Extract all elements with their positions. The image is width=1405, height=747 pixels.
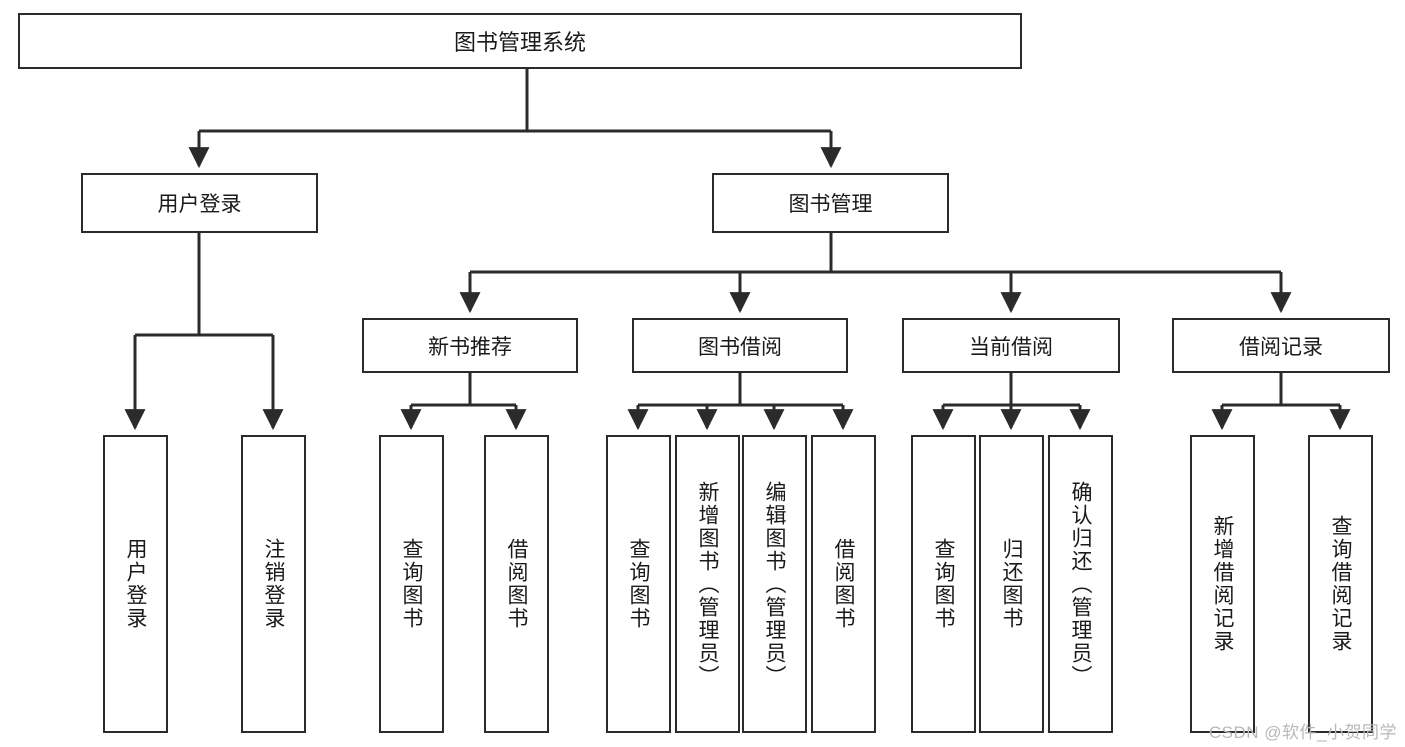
node-label: 新书推荐: [428, 335, 512, 359]
leaf-confirm-return[interactable]: 确认归还（管理员）: [1048, 435, 1113, 733]
node-label: 图书管理系统: [453, 30, 586, 55]
leaf-user-login[interactable]: 用户登录: [103, 435, 168, 733]
leaf-return-book[interactable]: 归还图书: [979, 435, 1044, 733]
leaf-add-book[interactable]: 新增图书（管理员）: [675, 435, 740, 733]
node-new-book-recommend[interactable]: 新书推荐: [362, 318, 578, 373]
leaf-edit-book[interactable]: 编辑图书（管理员）: [742, 435, 807, 733]
node-label: 新增图书（管理员）: [696, 480, 719, 688]
node-label: 归还图书: [1000, 538, 1023, 630]
node-label: 注销登录: [262, 538, 285, 630]
node-label: 确认归还（管理员）: [1069, 480, 1092, 688]
node-current-borrow[interactable]: 当前借阅: [902, 318, 1120, 373]
leaf-add-borrow-record[interactable]: 新增借阅记录: [1190, 435, 1255, 733]
leaf-borrow-book-recommend[interactable]: 借阅图书: [484, 435, 549, 733]
leaf-query-book-recommend[interactable]: 查询图书: [379, 435, 444, 733]
node-root-system[interactable]: 图书管理系统: [18, 13, 1022, 69]
node-book-manage[interactable]: 图书管理: [712, 173, 949, 233]
leaf-borrow-book-2[interactable]: 借阅图书: [811, 435, 876, 733]
node-label: 查询图书: [400, 538, 423, 630]
node-label: 图书管理: [788, 193, 873, 216]
node-label: 用户登录: [124, 538, 147, 630]
leaf-logout-login[interactable]: 注销登录: [241, 435, 306, 733]
node-borrow-record[interactable]: 借阅记录: [1172, 318, 1390, 373]
node-label: 借阅图书: [505, 538, 528, 630]
node-book-borrow[interactable]: 图书借阅: [632, 318, 848, 373]
leaf-query-book-current[interactable]: 查询图书: [911, 435, 976, 733]
node-label: 当前借阅: [969, 335, 1053, 359]
node-label: 用户登录: [157, 193, 242, 216]
node-label: 编辑图书（管理员）: [763, 480, 786, 688]
leaf-query-book-borrow[interactable]: 查询图书: [606, 435, 671, 733]
node-label: 查询借阅记录: [1329, 515, 1352, 653]
node-label: 借阅图书: [832, 538, 855, 630]
node-label: 新增借阅记录: [1211, 515, 1234, 653]
node-user-login[interactable]: 用户登录: [81, 173, 318, 233]
node-label: 借阅记录: [1239, 335, 1323, 359]
node-label: 查询图书: [932, 538, 955, 630]
node-label: 查询图书: [627, 538, 650, 630]
node-label: 图书借阅: [698, 335, 782, 359]
leaf-query-borrow-record[interactable]: 查询借阅记录: [1308, 435, 1373, 733]
csdn-watermark: CSDN @软件_小贺同学: [1208, 723, 1397, 742]
